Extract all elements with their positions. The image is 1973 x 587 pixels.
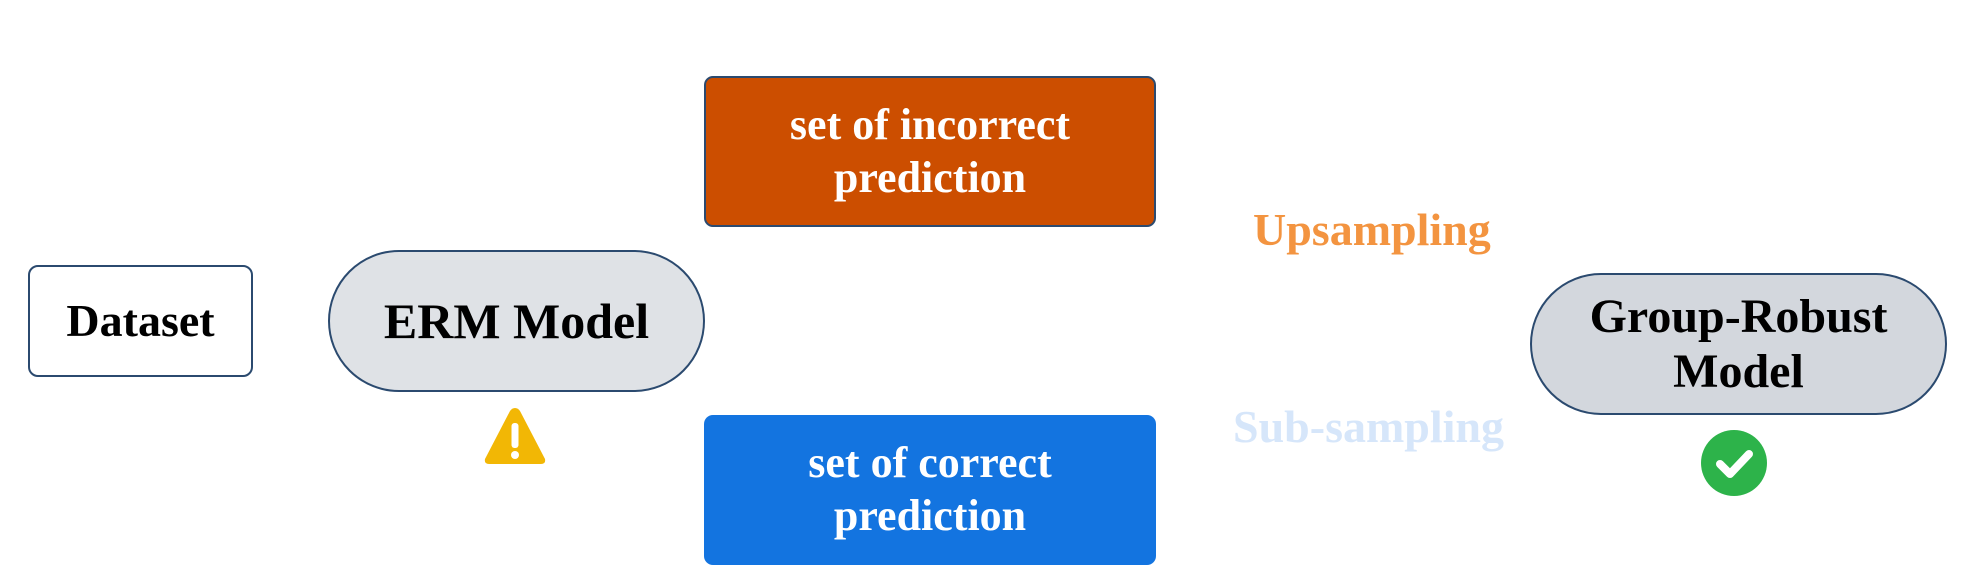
incorrect-prediction-node: set of incorrect prediction	[704, 76, 1156, 227]
dataset-node: Dataset	[28, 265, 253, 377]
warning-icon	[484, 408, 546, 464]
group-robust-model-label: Group-Robust Model	[1589, 289, 1888, 398]
correct-prediction-node: set of correct prediction	[704, 415, 1156, 565]
group-robust-model-node: Group-Robust Model	[1530, 273, 1947, 415]
check-circle-icon	[1701, 430, 1767, 496]
erm-model-node: ERM Model	[328, 250, 705, 392]
incorrect-prediction-label: set of incorrect prediction	[789, 99, 1071, 202]
erm-model-label: ERM Model	[383, 293, 650, 349]
subsampling-label: Sub-sampling	[1233, 401, 1505, 452]
correct-prediction-label: set of correct prediction	[808, 438, 1052, 540]
upsampling-label: Upsampling	[1253, 204, 1491, 255]
dataset-label: Dataset	[66, 295, 215, 347]
